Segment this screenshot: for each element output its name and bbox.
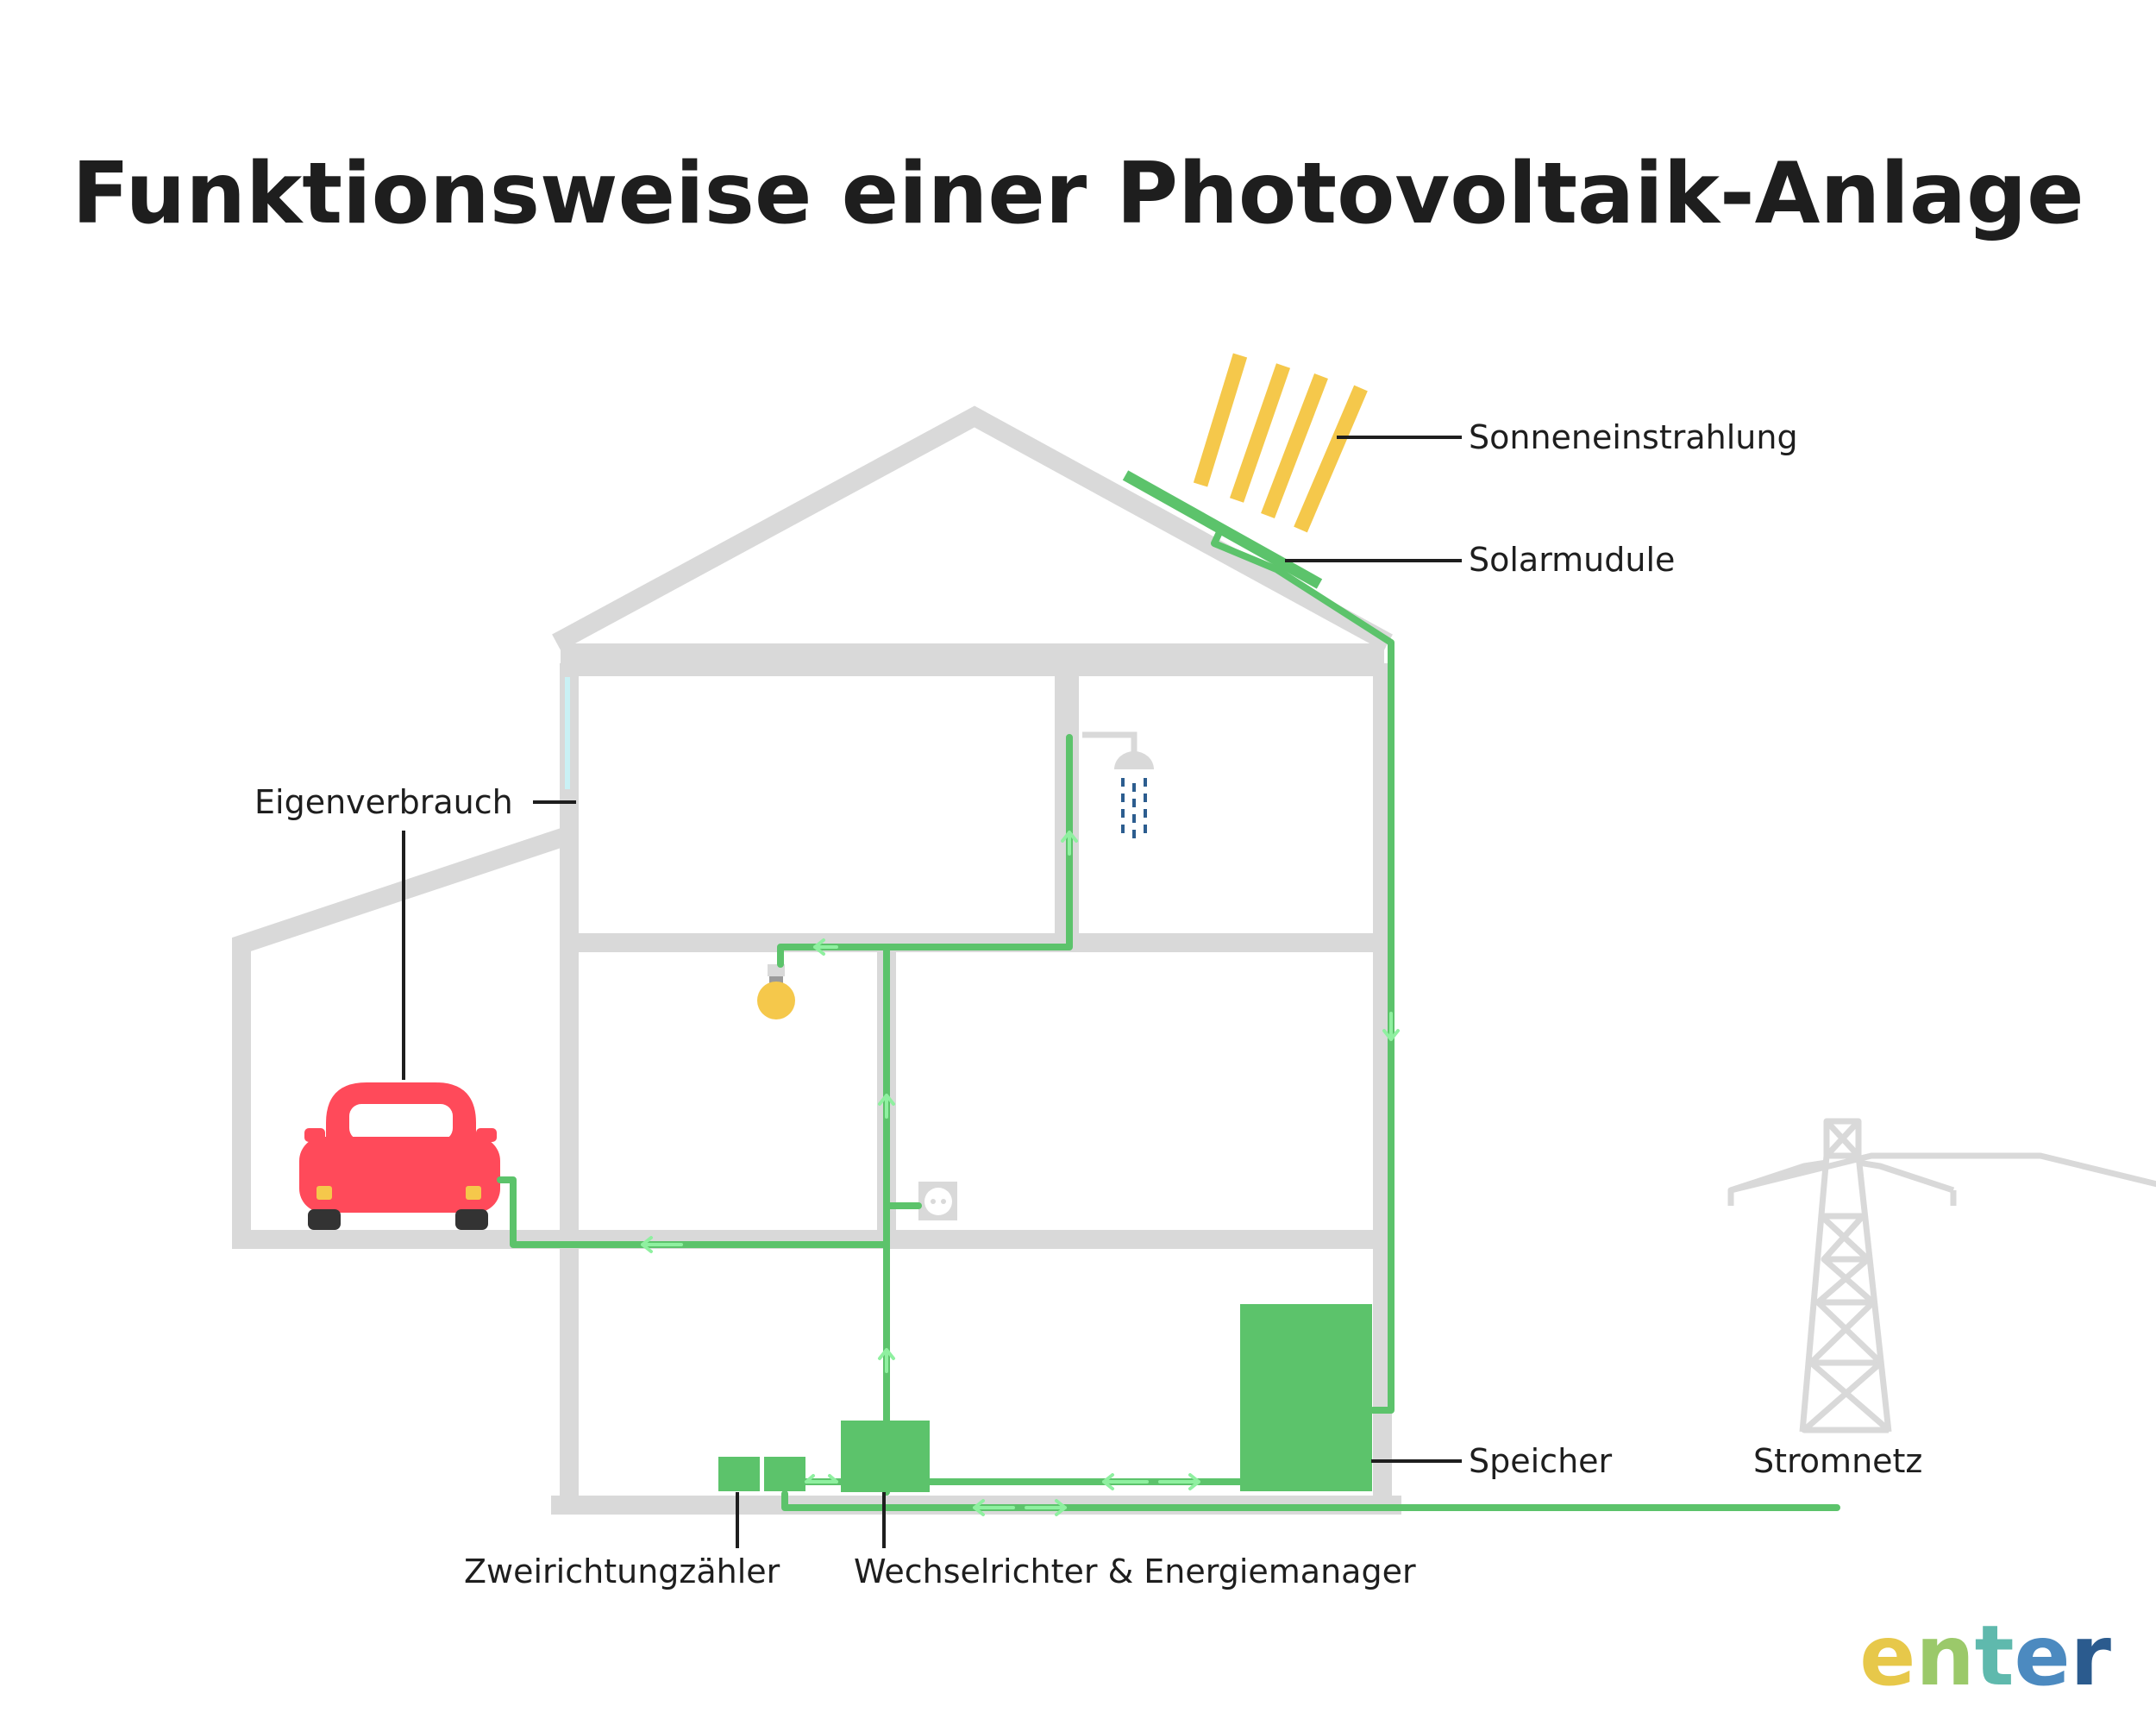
- page-title: Funktionsweise einer Photovoltaik-Anlage: [72, 145, 2084, 243]
- label-wechselrichter: Wechselrichter & Energiemanager: [854, 1552, 1416, 1590]
- power-socket-icon: [918, 1182, 957, 1220]
- label-speicher: Speicher: [1469, 1442, 1613, 1480]
- sun-rays-icon: [1193, 353, 1368, 533]
- power-lines: [497, 470, 1840, 1511]
- house-walls: [232, 405, 1401, 1515]
- power-tower-icon: [1727, 1118, 2156, 1433]
- light-bulb-icon: [757, 964, 795, 1019]
- meter-box-2: [764, 1457, 805, 1491]
- label-zweirichtungzaehler: Zweirichtungzähler: [464, 1552, 780, 1590]
- shower-icon: [1082, 731, 1154, 840]
- label-stromnetz: Stromnetz: [1753, 1442, 1922, 1480]
- label-solarmodule: Solarmudule: [1469, 541, 1675, 579]
- storage-box: [1240, 1304, 1372, 1491]
- meter-box-1: [718, 1457, 760, 1491]
- car-icon: [299, 1082, 500, 1230]
- leader-lines: [402, 436, 1462, 1548]
- brand-logo: enter: [1859, 1608, 2111, 1704]
- inverter-box: [841, 1421, 930, 1492]
- flow-arrows: [641, 831, 1400, 1516]
- label-sonneneinstrahlung: Sonneneinstrahlung: [1469, 418, 1798, 456]
- label-eigenverbrauch: Eigenverbrauch: [254, 783, 513, 821]
